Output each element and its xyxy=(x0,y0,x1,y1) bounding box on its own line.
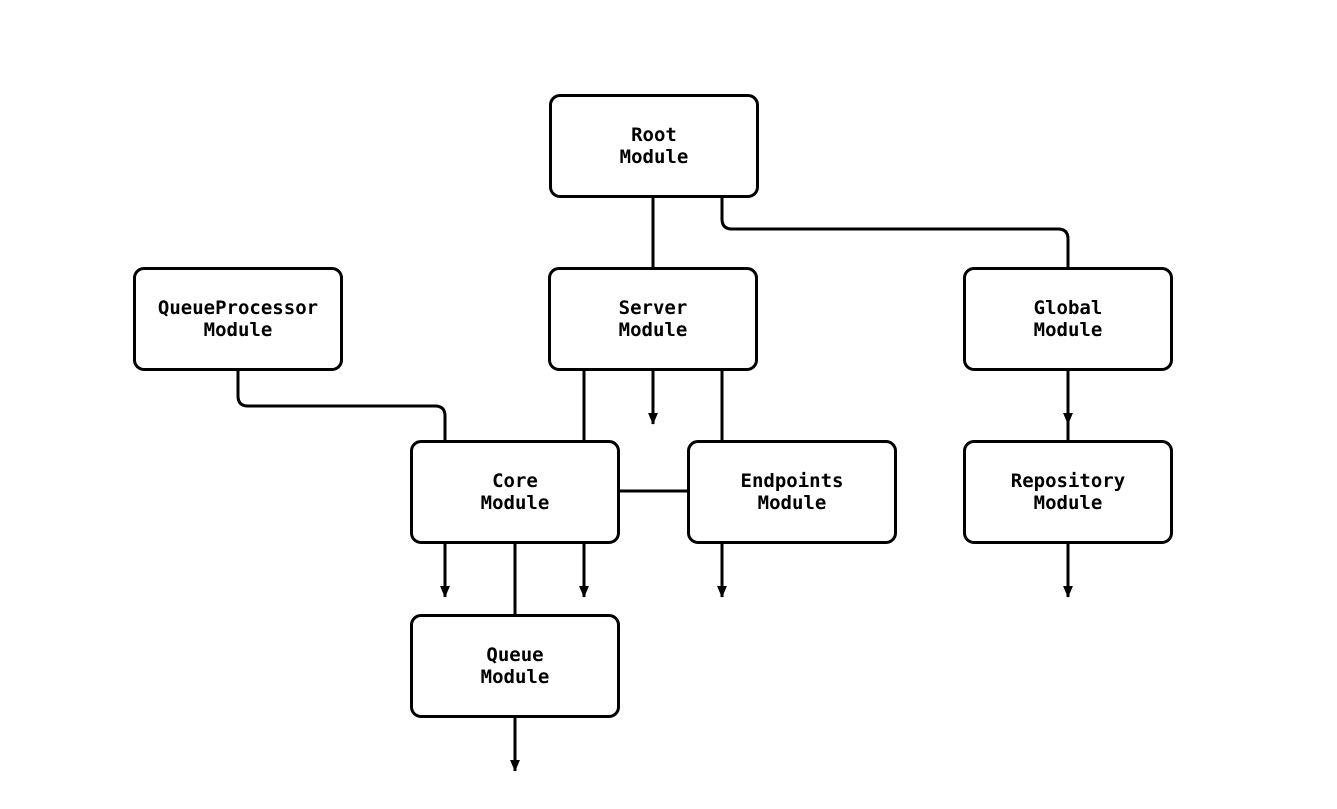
node-queueprocessor-module[interactable]: QueueProcessor Module xyxy=(133,267,343,371)
node-global-module[interactable]: Global Module xyxy=(963,267,1173,371)
node-core-module-label: Core Module xyxy=(480,470,550,514)
node-endpoints-module-label: Endpoints Module xyxy=(740,470,844,514)
node-root-module[interactable]: Root Module xyxy=(549,94,759,198)
node-queueprocessor-module-label: QueueProcessor Module xyxy=(157,297,319,341)
node-repository-module-label: Repository Module xyxy=(1010,470,1126,514)
node-global-module-label: Global Module xyxy=(1033,297,1103,341)
node-queue-module[interactable]: Queue Module xyxy=(410,614,620,718)
node-server-module-label: Server Module xyxy=(618,297,688,341)
node-server-module[interactable]: Server Module xyxy=(548,267,758,371)
node-endpoints-module[interactable]: Endpoints Module xyxy=(687,440,897,544)
node-core-module[interactable]: Core Module xyxy=(410,440,620,544)
node-repository-module[interactable]: Repository Module xyxy=(963,440,1173,544)
node-root-module-label: Root Module xyxy=(619,124,689,168)
node-queue-module-label: Queue Module xyxy=(480,644,550,688)
